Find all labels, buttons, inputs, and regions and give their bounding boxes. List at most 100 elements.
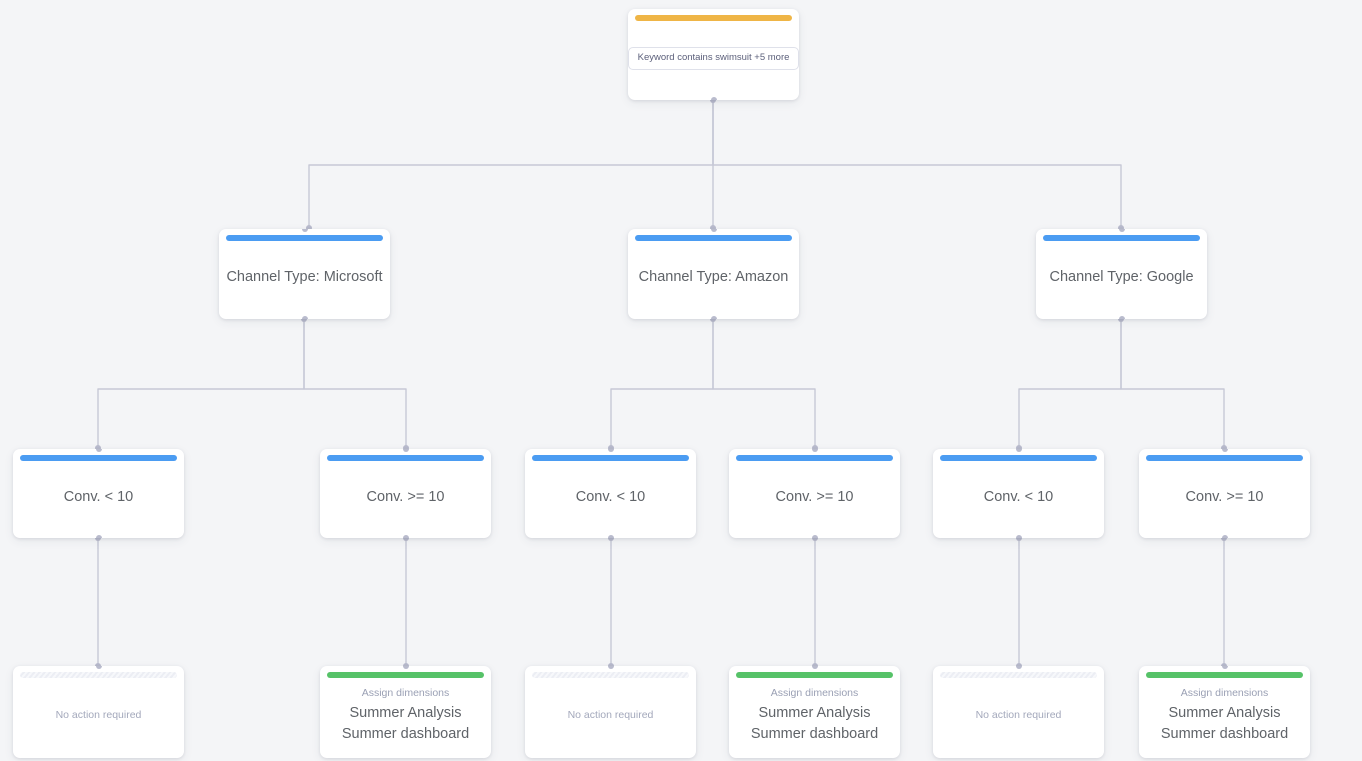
- node-condition-microsoft-conv-gte[interactable]: Conv. >= 10: [320, 449, 491, 538]
- node-body: Conv. >= 10: [729, 470, 900, 518]
- edge-google-to-conv-gte: [1120, 318, 1225, 450]
- node-accent-bar-green: [327, 672, 484, 678]
- node-title: Conv. >= 10: [1185, 488, 1264, 505]
- node-title: Conv. < 10: [63, 488, 134, 505]
- node-handle-bottom[interactable]: [1118, 316, 1125, 319]
- edge-google-to-conv-lt: [1018, 318, 1122, 450]
- node-title: Channel Type: Amazon: [638, 269, 789, 286]
- node-handle-top[interactable]: [301, 229, 308, 232]
- node-handle-bottom[interactable]: [301, 316, 308, 319]
- node-accent-bar-blue: [635, 235, 792, 241]
- node-action-microsoft-none[interactable]: No action required: [13, 666, 184, 758]
- node-body: Conv. >= 10: [320, 470, 491, 518]
- node-handle-bottom[interactable]: [710, 316, 717, 319]
- node-handle-bottom[interactable]: [607, 535, 614, 538]
- node-channel-amazon[interactable]: Channel Type: Amazon: [628, 229, 799, 319]
- node-handle-bottom[interactable]: [1015, 535, 1022, 538]
- node-channel-microsoft[interactable]: Channel Type: Microsoft: [219, 229, 390, 319]
- node-accent-bar-blue: [940, 455, 1097, 461]
- node-accent-bar-green: [1146, 672, 1303, 678]
- node-body: Conv. >= 10: [1139, 470, 1310, 518]
- node-body: Keyword contains swimsuit +5 more: [628, 29, 799, 79]
- node-accent-bar-blue: [532, 455, 689, 461]
- node-body: Assign dimensions Summer Analysis Summer…: [320, 669, 491, 755]
- node-body: No action required: [13, 691, 184, 733]
- node-accent-bar-blue: [20, 455, 177, 461]
- action-dimension-line-1: Summer Analysis: [758, 704, 871, 721]
- node-accent-bar-blue: [736, 455, 893, 461]
- action-dimension-line-2: Summer dashboard: [1160, 725, 1289, 742]
- node-body: No action required: [525, 691, 696, 733]
- node-handle-top[interactable]: [811, 449, 818, 452]
- node-accent-bar-green: [736, 672, 893, 678]
- node-body: Channel Type: Google: [1036, 250, 1207, 298]
- node-handle-bottom[interactable]: [402, 535, 409, 538]
- node-handle-top[interactable]: [607, 449, 614, 452]
- node-title: Conv. < 10: [983, 488, 1054, 505]
- node-title: Channel Type: Microsoft: [226, 269, 383, 286]
- node-handle-top[interactable]: [1015, 449, 1022, 452]
- edge-microsoft-to-conv-gte: [303, 318, 407, 450]
- node-condition-google-conv-gte[interactable]: Conv. >= 10: [1139, 449, 1310, 538]
- node-body: No action required: [933, 691, 1104, 733]
- node-action-microsoft-assign[interactable]: Assign dimensions Summer Analysis Summer…: [320, 666, 491, 758]
- node-accent-bar-muted: [532, 672, 689, 678]
- node-handle-top[interactable]: [1118, 229, 1125, 232]
- node-handle-top[interactable]: [710, 229, 717, 232]
- node-accent-bar-muted: [940, 672, 1097, 678]
- node-handle-top[interactable]: [402, 666, 409, 669]
- node-channel-google[interactable]: Channel Type: Google: [1036, 229, 1207, 319]
- node-action-amazon-none[interactable]: No action required: [525, 666, 696, 758]
- node-handle-top[interactable]: [95, 449, 102, 452]
- node-handle-bottom[interactable]: [710, 97, 717, 100]
- edge-root-to-google: [712, 99, 1122, 230]
- node-root-trigger[interactable]: Keyword contains swimsuit +5 more: [628, 9, 799, 100]
- node-body: Assign dimensions Summer Analysis Summer…: [1139, 669, 1310, 755]
- node-accent-bar-blue: [1146, 455, 1303, 461]
- node-condition-google-conv-lt[interactable]: Conv. < 10: [933, 449, 1104, 538]
- node-handle-bottom[interactable]: [95, 535, 102, 538]
- node-condition-amazon-conv-lt[interactable]: Conv. < 10: [525, 449, 696, 538]
- keyword-condition-chip[interactable]: Keyword contains swimsuit +5 more: [628, 47, 799, 70]
- node-handle-top[interactable]: [1015, 666, 1022, 669]
- node-accent-bar-blue: [327, 455, 484, 461]
- node-accent-bar-blue: [1043, 235, 1200, 241]
- node-condition-amazon-conv-gte[interactable]: Conv. >= 10: [729, 449, 900, 538]
- action-subtitle: Assign dimensions: [770, 687, 859, 700]
- node-title: Conv. < 10: [575, 488, 646, 505]
- node-condition-microsoft-conv-lt[interactable]: Conv. < 10: [13, 449, 184, 538]
- edge-amazon-to-conv-lt: [610, 318, 714, 450]
- node-handle-bottom[interactable]: [1221, 535, 1228, 538]
- node-body: Conv. < 10: [525, 470, 696, 518]
- node-title: Channel Type: Google: [1049, 269, 1194, 286]
- node-handle-top[interactable]: [1221, 449, 1228, 452]
- node-action-google-assign[interactable]: Assign dimensions Summer Analysis Summer…: [1139, 666, 1310, 758]
- node-handle-top[interactable]: [1221, 666, 1228, 669]
- node-action-google-none[interactable]: No action required: [933, 666, 1104, 758]
- action-subtitle: Assign dimensions: [1180, 687, 1269, 700]
- node-accent-bar-orange: [635, 15, 792, 21]
- node-handle-top[interactable]: [95, 666, 102, 669]
- node-body: Conv. < 10: [13, 470, 184, 518]
- no-action-label: No action required: [55, 709, 142, 722]
- node-handle-top[interactable]: [607, 666, 614, 669]
- action-dimension-line-2: Summer dashboard: [750, 725, 879, 742]
- node-handle-top[interactable]: [811, 666, 818, 669]
- node-accent-bar-muted: [20, 672, 177, 678]
- action-dimension-line-1: Summer Analysis: [349, 704, 462, 721]
- node-title: Conv. >= 10: [366, 488, 445, 505]
- node-body: Channel Type: Microsoft: [219, 250, 390, 298]
- node-handle-top[interactable]: [402, 449, 409, 452]
- no-action-label: No action required: [975, 709, 1062, 722]
- node-body: Channel Type: Amazon: [628, 250, 799, 298]
- node-accent-bar-blue: [226, 235, 383, 241]
- node-action-amazon-assign[interactable]: Assign dimensions Summer Analysis Summer…: [729, 666, 900, 758]
- no-action-label: No action required: [567, 709, 654, 722]
- edge-microsoft-to-conv-lt: [97, 318, 305, 450]
- edge-amazon-to-conv-gte: [712, 318, 816, 450]
- node-handle-bottom[interactable]: [811, 535, 818, 538]
- action-subtitle: Assign dimensions: [361, 687, 450, 700]
- node-body: Conv. < 10: [933, 470, 1104, 518]
